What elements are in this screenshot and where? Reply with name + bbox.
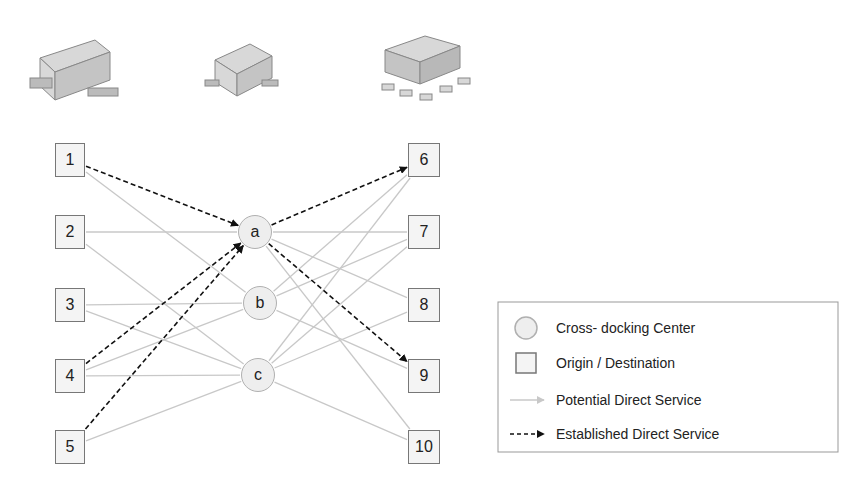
cross-docking-center: c (241, 358, 275, 392)
potential-service (86, 172, 246, 292)
potential-service (86, 381, 241, 440)
potential-service (272, 247, 407, 364)
node-label: 6 (420, 151, 429, 169)
origin-destination-box: 4 (55, 359, 85, 393)
origin-destination-box: 6 (408, 143, 440, 177)
node-label: 9 (420, 367, 429, 385)
potential-service (86, 244, 244, 364)
legend-label: Cross- docking Center (556, 320, 695, 336)
node-label: 5 (66, 438, 75, 456)
origin-destination-box: 1 (55, 143, 85, 177)
origin-destination-box: 8 (408, 288, 440, 322)
legend-potential-line (510, 399, 544, 401)
established-service (86, 243, 241, 363)
node-label: 1 (66, 151, 75, 169)
node-label: b (256, 294, 265, 312)
origin-destination-box: 9 (408, 359, 440, 393)
established-service (269, 244, 407, 362)
established-service (85, 246, 243, 429)
node-label: 3 (66, 296, 75, 314)
origin-destination-box: 5 (55, 430, 85, 464)
potential-service (86, 374, 240, 376)
potential-service (269, 178, 410, 361)
node-label: 2 (66, 223, 75, 241)
node-label: c (254, 366, 262, 384)
potential-service (274, 175, 407, 291)
established-service (272, 167, 407, 225)
legend-established-line (510, 433, 544, 435)
node-label: 8 (420, 296, 429, 314)
node-label: 4 (66, 367, 75, 385)
legend-square-sample (516, 353, 536, 373)
legend-circle-sample (515, 317, 537, 339)
node-label: a (251, 223, 260, 241)
potential-service (275, 312, 407, 368)
legend-label: Established Direct Service (556, 426, 719, 442)
origin-destination-box: 7 (408, 215, 440, 249)
potential-service (275, 382, 407, 439)
cross-docking-center: b (243, 286, 277, 320)
origin-destination-box: 10 (408, 430, 440, 464)
potential-service (86, 231, 237, 232)
legend-label: Potential Direct Service (556, 392, 702, 408)
node-label: 10 (415, 438, 433, 456)
legend-label: Origin / Destination (556, 355, 675, 371)
potential-service (272, 239, 407, 298)
legend-frame (498, 302, 838, 452)
node-label: 7 (420, 223, 429, 241)
origin-destination-box: 3 (55, 288, 85, 322)
truck-icon (205, 44, 278, 96)
warehouse-icon (382, 36, 470, 100)
origin-destination-box: 2 (55, 215, 85, 249)
potential-service (86, 309, 243, 369)
established-service (86, 166, 238, 225)
truck-icon (30, 40, 118, 100)
cross-docking-center: a (238, 215, 272, 249)
